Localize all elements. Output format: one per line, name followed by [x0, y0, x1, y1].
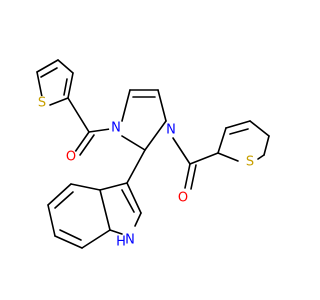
bond-lines — [36, 59, 270, 249]
svg-text:N: N — [166, 123, 176, 138]
atom-label-S-left: S — [35, 96, 49, 111]
svg-text:O: O — [178, 191, 188, 206]
svg-text:S: S — [246, 155, 254, 170]
atom-label-N1: N — [109, 121, 123, 136]
atom-label-O-left: O — [64, 150, 78, 165]
svg-text:H: H — [116, 235, 126, 250]
svg-text:S: S — [38, 96, 46, 111]
molecule-diagram: S N O N S O H N — [35, 59, 270, 250]
svg-text:N: N — [125, 233, 135, 248]
atom-label-NH-indole: H N — [116, 233, 135, 250]
atom-label-O-right: O — [176, 191, 190, 206]
svg-text:O: O — [66, 150, 76, 165]
atom-label-N3: N — [164, 123, 178, 138]
atom-label-S-right: S — [243, 155, 257, 170]
svg-text:N: N — [111, 121, 121, 136]
